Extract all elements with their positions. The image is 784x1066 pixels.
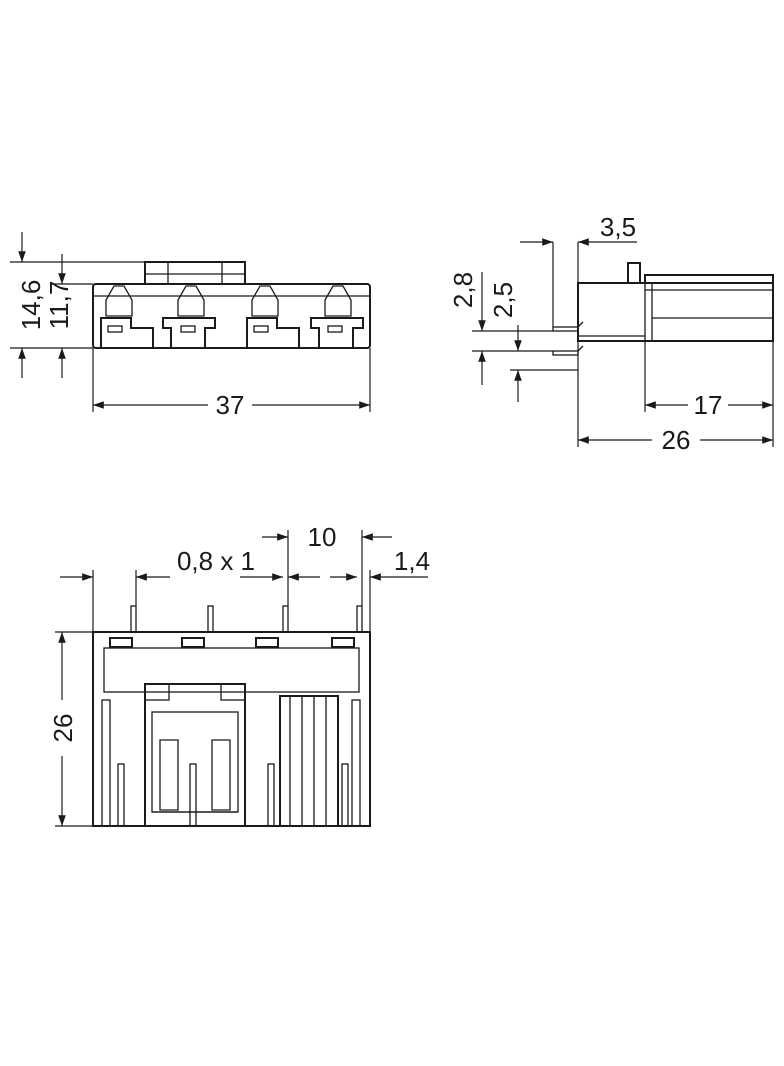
dim-pin-offset-1: 2,8 bbox=[448, 272, 478, 308]
dim-pin-size: 0,8 x 1 bbox=[177, 546, 255, 576]
front-cavity-2 bbox=[162, 285, 216, 349]
front-cavity-1 bbox=[100, 285, 154, 349]
dim-edge-offset: 1,4 bbox=[394, 546, 430, 576]
dim-pitch: 10 bbox=[308, 522, 337, 552]
dim-total-depth: 26 bbox=[662, 425, 691, 455]
dim-body-depth: 17 bbox=[694, 390, 723, 420]
front-view: 14,6 11,7 37 bbox=[10, 232, 371, 420]
dim-width: 37 bbox=[216, 390, 245, 420]
dim-offset-top: 3,5 bbox=[600, 212, 636, 242]
front-latch bbox=[144, 261, 246, 285]
dim-pin-offset-2: 2,5 bbox=[488, 282, 518, 318]
bottom-pins bbox=[130, 605, 363, 633]
side-view: 3,5 2,8 2,5 17 26 bbox=[448, 212, 774, 455]
side-housing bbox=[577, 282, 774, 342]
front-cavity-4 bbox=[310, 285, 364, 349]
dim-height-body: 11,7 bbox=[44, 281, 74, 330]
dim-height-total: 14,6 bbox=[16, 280, 46, 331]
bottom-housing bbox=[92, 631, 371, 827]
bottom-view: 0,8 x 1 10 1,4 26 bbox=[48, 522, 430, 827]
dim-height: 26 bbox=[48, 714, 78, 743]
front-cavity-3 bbox=[246, 285, 300, 349]
